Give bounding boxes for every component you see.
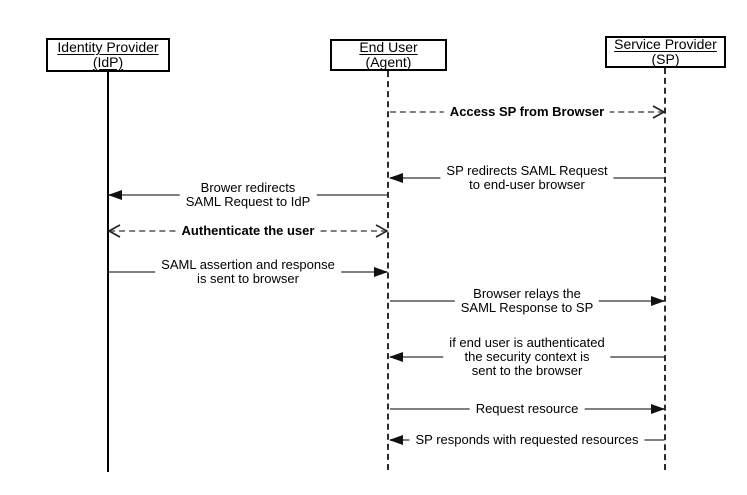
message-access-sp-from-browser: Access SP from Browser <box>389 92 666 132</box>
open-arrowhead-right-icon <box>652 105 666 119</box>
message-label: Browser relays the SAML Response to SP <box>454 286 600 315</box>
message-sp-redirects-saml-request: SP redirects SAML Request to end-user br… <box>389 158 665 198</box>
label-line: Access SP from Browser <box>449 104 605 119</box>
label-line: SAML Request to IdP <box>185 194 311 209</box>
message-authenticate-the-user: Authenticate the user <box>107 211 389 251</box>
filled-arrowhead-left-icon <box>108 190 122 200</box>
message-security-context-sent: if end user is authenticated the securit… <box>389 335 665 378</box>
actor-box-identity-provider: Identity Provider (IdP) <box>46 38 170 72</box>
label-line: sent to the browser <box>471 363 583 378</box>
filled-arrowhead-left-icon <box>389 435 403 445</box>
actor-box-service-provider: Service Provider (SP) <box>605 36 726 68</box>
label-line: if end user is authenticated <box>449 335 605 350</box>
lifeline-service-provider <box>664 68 666 470</box>
actor-box-end-user: End User (Agent) <box>330 39 447 71</box>
label-line: SAML assertion and response <box>161 257 335 272</box>
message-sp-responds-with-resources: SP responds with requested resources <box>389 420 665 460</box>
message-request-resource: Request resource <box>389 389 665 429</box>
actor-subname: (SP) <box>651 51 680 67</box>
label-line: the security context is <box>464 349 590 364</box>
open-arrowhead-left-icon <box>107 224 121 238</box>
actor-name: Service Provider <box>614 36 717 52</box>
filled-arrowhead-left-icon <box>389 352 403 362</box>
filled-arrowhead-right-icon <box>374 267 388 277</box>
label-line: Browser relays the <box>473 286 581 301</box>
filled-arrowhead-right-icon <box>651 296 665 306</box>
label-line: to end-user browser <box>469 177 585 192</box>
message-browser-relays-saml-response: Browser relays the SAML Response to SP <box>389 281 665 321</box>
label-line: SP redirects SAML Request <box>446 163 608 178</box>
actor-subname: (IdP) <box>92 54 124 70</box>
message-label: SAML assertion and response is sent to b… <box>155 258 341 286</box>
filled-arrowhead-right-icon <box>651 404 665 414</box>
message-label: SP responds with requested resources <box>409 432 645 447</box>
label-line: Brower redirects <box>200 180 296 195</box>
filled-arrowhead-left-icon <box>389 173 403 183</box>
open-arrowhead-right-icon <box>375 224 389 238</box>
actor-name: End User <box>359 39 418 55</box>
message-browser-redirects-saml-request: Brower redirects SAML Request to IdP <box>108 175 388 215</box>
lifeline-end-user <box>387 71 389 470</box>
lifeline-identity-provider <box>107 72 109 472</box>
label-line: SP responds with requested resources <box>415 432 639 447</box>
message-label: Brower redirects SAML Request to IdP <box>179 180 317 209</box>
message-saml-assertion-and-response: SAML assertion and response is sent to b… <box>108 252 388 292</box>
label-line: Authenticate the user <box>181 223 315 238</box>
message-label: Authenticate the user <box>175 223 321 238</box>
label-line: SAML Response to SP <box>460 300 594 315</box>
label-line: Request resource <box>475 401 579 416</box>
message-label: Request resource <box>469 401 585 416</box>
actor-name: Identity Provider <box>57 39 159 55</box>
message-label: if end user is authenticated the securit… <box>443 335 611 378</box>
message-label: SP redirects SAML Request to end-user br… <box>440 163 614 192</box>
actor-subname: (Agent) <box>365 54 412 70</box>
label-line: is sent to browser <box>197 271 299 286</box>
message-label: Access SP from Browser <box>443 104 611 119</box>
